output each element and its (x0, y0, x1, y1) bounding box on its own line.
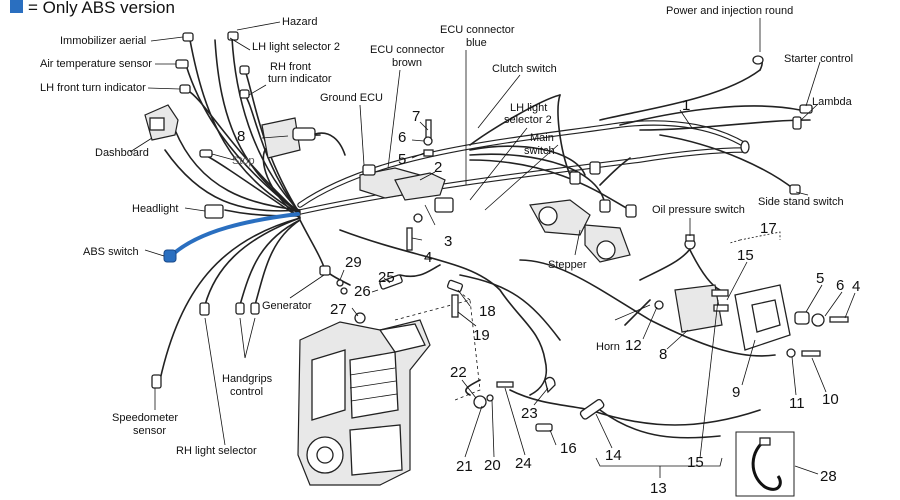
right-connectors (569, 55, 813, 218)
label-stepper: Stepper (548, 259, 587, 271)
label-lh-front-turn-indicator: LH front turn indicator (40, 82, 146, 94)
callout-19: 19 (473, 327, 490, 344)
callout-23: 23 (521, 405, 538, 422)
label-rh-front-2: turn indicator (268, 73, 332, 85)
callout-18: 18 (479, 303, 496, 320)
label-oil-pressure: Oil pressure switch (652, 204, 745, 216)
label-speedometer-2: sensor (133, 425, 166, 437)
callout-22: 22 (450, 364, 467, 381)
callout-11: 11 (789, 395, 805, 412)
callout-4b: 4 (852, 278, 860, 295)
label-lh-light-mid-2: selector 2 (504, 114, 552, 126)
callout-15a: 15 (737, 247, 754, 264)
component-labels: Hazard Immobilizer aerial Air temperatur… (40, 5, 853, 457)
ecu-connectors (359, 119, 454, 251)
label-headlight: Headlight (132, 203, 178, 215)
label-lh-light-mid-1: LH light (510, 102, 547, 114)
callout-26: 26 (354, 283, 371, 300)
label-stop: Stop (232, 155, 255, 167)
label-main-2: switch (524, 145, 555, 157)
dashboard-component (144, 104, 179, 141)
part-28-clamp (735, 431, 795, 497)
callout-6a: 6 (398, 129, 406, 146)
label-horn: Horn (596, 341, 620, 353)
label-dashboard: Dashboard (95, 147, 149, 159)
callout-7: 7 (412, 108, 420, 125)
label-hazard: Hazard (282, 16, 317, 28)
abs-switch-connector (163, 249, 177, 263)
front-connectors (151, 31, 260, 389)
label-handgrips-2: control (230, 386, 263, 398)
sensors-plugs (319, 265, 605, 432)
label-ecu-blue-1: ECU connector (440, 24, 515, 36)
callout-29: 29 (345, 254, 362, 271)
legend-text: = Only ABS version (28, 0, 175, 17)
label-ground-ecu: Ground ECU (320, 92, 383, 104)
label-generator: Generator (262, 300, 312, 312)
callout-16: 16 (560, 440, 577, 457)
callout-24: 24 (515, 455, 532, 472)
label-starter-control: Starter control (784, 53, 853, 65)
callout-15b: 15 (687, 454, 704, 471)
callout-1: 1 (682, 97, 690, 114)
callout-28: 28 (820, 468, 837, 485)
label-main-1: Main (530, 132, 554, 144)
right-wires (469, 57, 811, 211)
callout-20: 20 (484, 457, 501, 474)
callout-5a: 5 (398, 151, 406, 168)
label-speedometer-1: Speedometer (112, 412, 178, 424)
label-lambda: Lambda (812, 96, 853, 108)
callout-21: 21 (456, 458, 473, 475)
oil-pressure-switch (639, 234, 696, 281)
label-immobilizer-aerial: Immobilizer aerial (60, 35, 146, 47)
part-8-relay (261, 117, 346, 159)
label-ecu-blue-2: blue (466, 37, 487, 49)
callout-25: 25 (378, 269, 395, 286)
label-power-injection: Power and injection round (666, 5, 793, 17)
callout-2: 2 (434, 159, 442, 176)
label-ecu-brown-1: ECU connector (370, 44, 445, 56)
legend-swatch (10, 0, 23, 13)
callout-8b: 8 (659, 346, 667, 363)
horn-assembly (654, 231, 849, 358)
callout-13: 13 (650, 480, 667, 497)
callout-17: 17 (760, 220, 777, 237)
callout-numbers: 1 2 3 4 5 6 7 8 29 25 26 27 18 19 22 23 … (237, 97, 860, 497)
label-ecu-brown-2: brown (392, 57, 422, 69)
callout-9: 9 (732, 384, 740, 401)
label-air-temperature-sensor: Air temperature sensor (40, 58, 152, 70)
label-handgrips-1: Handgrips (222, 373, 273, 385)
callout-8a: 8 (237, 128, 245, 145)
callout-10: 10 (822, 391, 839, 408)
label-abs-switch: ABS switch (83, 246, 139, 258)
leader-lines (129, 18, 856, 478)
label-side-stand: Side stand switch (758, 196, 844, 208)
label-rh-light-selector: RH light selector (176, 445, 257, 457)
throttle-body (529, 199, 631, 263)
abs-wire (170, 212, 300, 257)
callout-4a: 4 (424, 249, 432, 266)
callout-12: 12 (625, 337, 642, 354)
engine-block (297, 319, 431, 486)
callout-3: 3 (444, 233, 452, 250)
callout-6b: 6 (836, 277, 844, 294)
label-clutch-switch: Clutch switch (492, 63, 557, 75)
callout-14: 14 (605, 447, 622, 464)
label-rh-front-1: RH front (270, 61, 311, 73)
label-lh-light-selector-2-top: LH light selector 2 (252, 41, 340, 53)
callout-27: 27 (330, 301, 347, 318)
callout-5b: 5 (816, 270, 824, 287)
